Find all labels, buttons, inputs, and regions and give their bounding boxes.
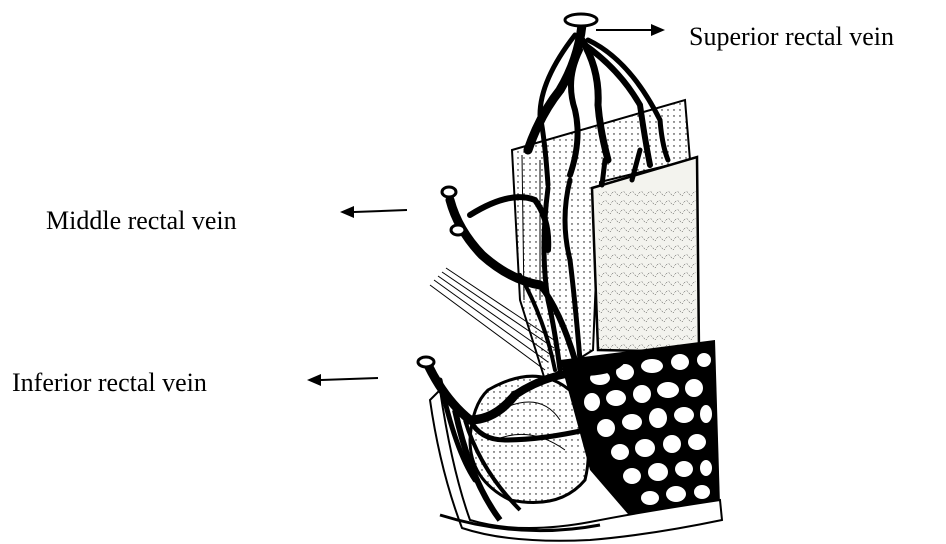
superior-pointer-arrow [596, 24, 665, 36]
inferior-vein-cut-end [418, 357, 434, 367]
middle-vein-cut-end-bottom [451, 225, 465, 235]
superior-vein-cut-end [565, 14, 597, 26]
superior-rectal-vein-label: Superior rectal vein [689, 24, 894, 50]
middle-vein-cut-end-top [442, 187, 456, 197]
inferior-pointer-arrow [307, 374, 378, 386]
middle-pointer-arrow [340, 206, 407, 218]
middle-rectal-vein-label: Middle rectal vein [46, 208, 237, 234]
inferior-rectal-vein-label: Inferior rectal vein [12, 370, 207, 396]
